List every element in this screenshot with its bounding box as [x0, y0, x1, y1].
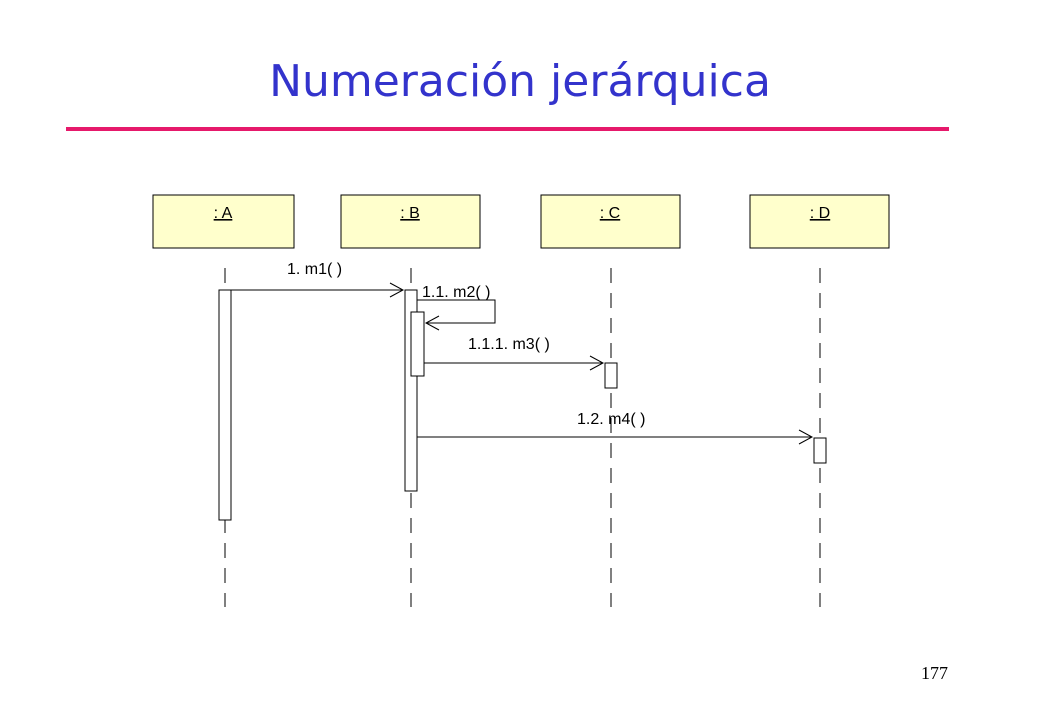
object-label-c: : C: [600, 205, 620, 222]
object-label-d: : D: [810, 205, 830, 222]
object-box-d: [749, 194, 890, 249]
message-m2-arrowhead: [424, 315, 440, 331]
object-box-a: [152, 194, 295, 249]
object-label-b: : B: [400, 205, 420, 222]
message-m3-arrowhead: [589, 355, 605, 371]
activation-a: [218, 289, 232, 521]
activation-d: [813, 437, 827, 464]
message-m3-label: 1.1.1. m3( ): [468, 336, 550, 353]
object-label-a: : A: [214, 205, 233, 222]
object-box-c: [540, 194, 681, 249]
message-m1-label: 1. m1( ): [287, 261, 342, 278]
message-m1[interactable]: 1. m1( ): [231, 261, 405, 298]
title-underline-rule: [66, 127, 949, 131]
activation-b-nested: [410, 311, 425, 377]
message-m4-arrowhead: [798, 429, 814, 445]
object-d[interactable]: : D: [749, 194, 890, 249]
object-box-b: [340, 194, 481, 249]
object-b[interactable]: : B: [340, 194, 481, 249]
object-a[interactable]: : A: [152, 194, 295, 249]
page-number: 177: [921, 663, 948, 683]
message-m2[interactable]: 1.1. m2( ): [417, 284, 496, 331]
message-m1-arrowhead: [389, 282, 405, 298]
message-m2-line: [417, 299, 496, 324]
message-m4-label: 1.2. m4( ): [577, 411, 645, 428]
message-m3[interactable]: 1.1.1. m3( ): [424, 336, 605, 371]
activation-c: [604, 362, 618, 389]
message-m4[interactable]: 1.2. m4( ): [417, 411, 814, 445]
message-m2-label: 1.1. m2( ): [422, 284, 490, 301]
object-c[interactable]: : C: [540, 194, 681, 249]
page-title: Numeración jerárquica: [269, 56, 771, 107]
